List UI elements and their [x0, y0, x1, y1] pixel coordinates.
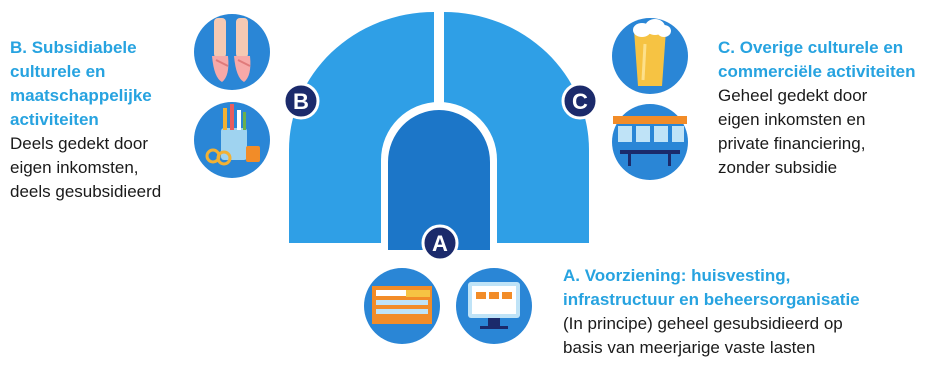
section-b-heading-line: maatschappelijke — [10, 86, 152, 105]
section-a-heading-line: A. Voorziening: huisvesting, — [563, 266, 791, 285]
badge-a-label: A — [432, 231, 448, 256]
badge-c-label: C — [572, 89, 588, 114]
section-c-description: C. Overige culturele en commerciële acti… — [718, 36, 932, 180]
museum-building-icon — [364, 268, 440, 344]
section-b-heading-line: activiteiten — [10, 110, 99, 129]
section-b-heading-line: culturele en — [10, 62, 106, 81]
section-b-body-line: eigen inkomsten, — [10, 158, 139, 177]
section-a-body-line: basis van meerjarige vaste lasten — [563, 338, 816, 357]
section-c-body-line: private financiering, — [718, 134, 866, 153]
badge-a: A — [421, 224, 459, 262]
section-a-body-line: (In principe) geheel gesubsidieerd op — [563, 314, 843, 333]
computer-screen-icon — [456, 268, 532, 344]
section-b-body-line: deels gesubsidieerd — [10, 182, 162, 201]
beer-glass-icon — [612, 18, 688, 94]
badge-b: B — [282, 82, 320, 120]
inner-tunnel-fill — [388, 110, 490, 250]
section-a-description: A. Voorziening: huisvesting, infrastruct… — [563, 264, 923, 360]
section-c-body-line: Geheel gedekt door — [718, 86, 868, 105]
section-c-body-line: eigen inkomsten en — [718, 110, 866, 129]
section-b-description: B. Subsidiabele culturele en maatschappe… — [10, 36, 200, 204]
section-b-heading-line: B. Subsidiabele — [10, 38, 137, 57]
section-a-heading-line: infrastructuur en beheersorganisatie — [563, 290, 860, 309]
badge-b-label: B — [293, 89, 309, 114]
art-supplies-icon — [194, 102, 270, 178]
section-c-heading-line: C. Overige culturele en — [718, 38, 904, 57]
section-c-heading-line: commerciële activiteiten — [718, 62, 916, 81]
section-b-body-line: Deels gedekt door — [10, 134, 148, 153]
section-c-body-line: zonder subsidie — [718, 158, 838, 177]
ballet-shoes-icon — [194, 14, 270, 90]
badge-c: C — [561, 82, 599, 120]
cafe-terrace-icon — [612, 104, 688, 180]
